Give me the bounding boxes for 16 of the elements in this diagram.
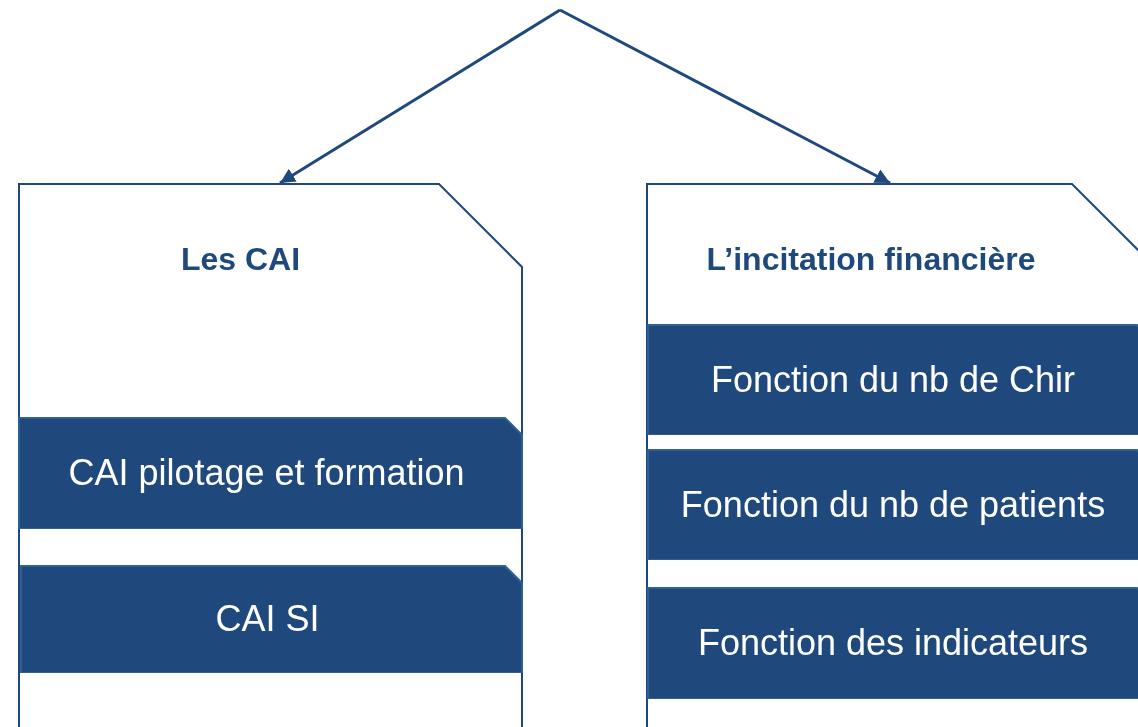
item-text: Fonction du nb de Chir [710, 357, 1076, 402]
arrow [559, 8, 891, 185]
item-bar [18, 417, 523, 529]
panel-heading: Les CAI [180, 240, 301, 279]
category-panel [646, 183, 1138, 727]
item-bar [647, 587, 1138, 699]
panel-heading: L’incitation financière [706, 240, 1036, 279]
arrow [279, 8, 561, 185]
item-text: Fonction des indicateurs [697, 621, 1089, 665]
item-text: CAI SI [215, 597, 320, 641]
item-bar [647, 449, 1138, 560]
item-bar [20, 565, 523, 673]
category-panel [18, 183, 523, 727]
item-bar [647, 324, 1138, 435]
item-text: Fonction du nb de patients [680, 482, 1106, 527]
item-text: CAI pilotage et formation [68, 451, 465, 495]
